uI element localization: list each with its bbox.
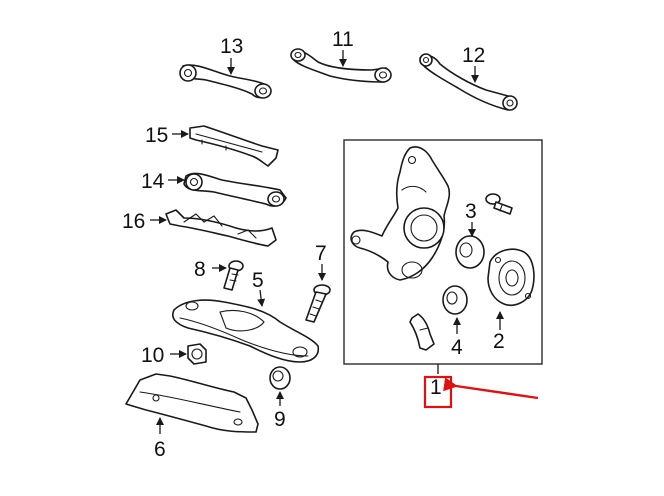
part-11-control-arm[interactable] [290,48,392,83]
part-5-lower-arm[interactable] [172,299,320,363]
knuckle-housing[interactable] [350,146,451,281]
part-4-bushing[interactable] [442,285,468,315]
part-15-shield[interactable] [189,125,279,167]
part-7-bolt[interactable] [305,284,331,323]
knuckle-bolt[interactable] [485,193,513,215]
part-8-bolt[interactable] [223,260,244,291]
highlight-arrow [443,377,539,400]
part-10-bushing[interactable] [187,343,207,365]
part-16-bracket-arm[interactable] [165,209,277,247]
part-14-control-arm[interactable] [183,172,287,207]
part-1-highlight-box [423,375,453,409]
label-14: 14 [141,170,165,193]
label-9: 9 [274,408,286,431]
label-11: 11 [332,28,354,51]
label-13: 13 [220,35,243,58]
label-15: 15 [145,124,168,147]
part-2-wheel-hub[interactable] [487,248,535,306]
label-5: 5 [252,269,264,292]
part-6-shield[interactable] [125,373,259,433]
label-16: 16 [122,210,145,233]
part-12-control-arm[interactable] [419,53,518,111]
wheel-speed-sensor[interactable] [409,313,435,351]
part-9-bushing[interactable] [269,366,291,390]
part-13-control-arm[interactable] [179,64,272,99]
label-3: 3 [465,200,477,223]
label-12: 12 [462,44,485,67]
knuckle-assembly-box [343,139,543,365]
label-4: 4 [451,336,463,359]
label-8: 8 [194,258,206,281]
part-3-bushing[interactable] [455,235,485,269]
lead-line-5 [257,289,266,307]
label-1: 1 [430,376,442,399]
label-7: 7 [315,242,327,265]
label-2: 2 [493,330,505,353]
label-6: 6 [154,438,166,461]
label-10: 10 [141,344,164,367]
